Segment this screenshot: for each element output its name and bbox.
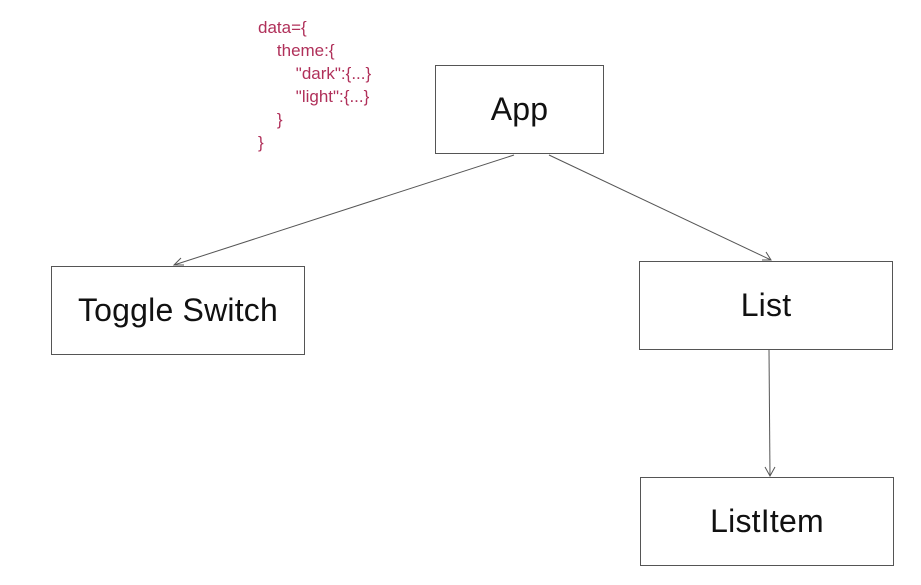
data-code-annotation: data={ theme:{ "dark":{...} "light":{...… bbox=[258, 16, 371, 154]
code-line: "dark":{...} bbox=[258, 64, 372, 83]
edge-list-to-listitem bbox=[764, 349, 776, 478]
list-node-label: List bbox=[740, 287, 792, 323]
list-item-node: ListItem bbox=[640, 477, 894, 566]
toggle-switch-node-label: Toggle Switch bbox=[77, 292, 279, 328]
edge-app-to-list bbox=[548, 154, 772, 261]
code-line: data={ bbox=[258, 18, 307, 37]
list-item-node-label: ListItem bbox=[710, 503, 824, 539]
code-line: } bbox=[258, 133, 264, 152]
app-node: App bbox=[435, 65, 604, 154]
code-line: } bbox=[258, 110, 283, 129]
code-line: "light":{...} bbox=[258, 87, 370, 106]
app-node-label: App bbox=[490, 91, 549, 127]
code-line: theme:{ bbox=[258, 41, 335, 60]
toggle-switch-node: Toggle Switch bbox=[51, 266, 305, 355]
list-node: List bbox=[639, 261, 893, 350]
edge-app-to-toggle-switch bbox=[172, 154, 515, 266]
